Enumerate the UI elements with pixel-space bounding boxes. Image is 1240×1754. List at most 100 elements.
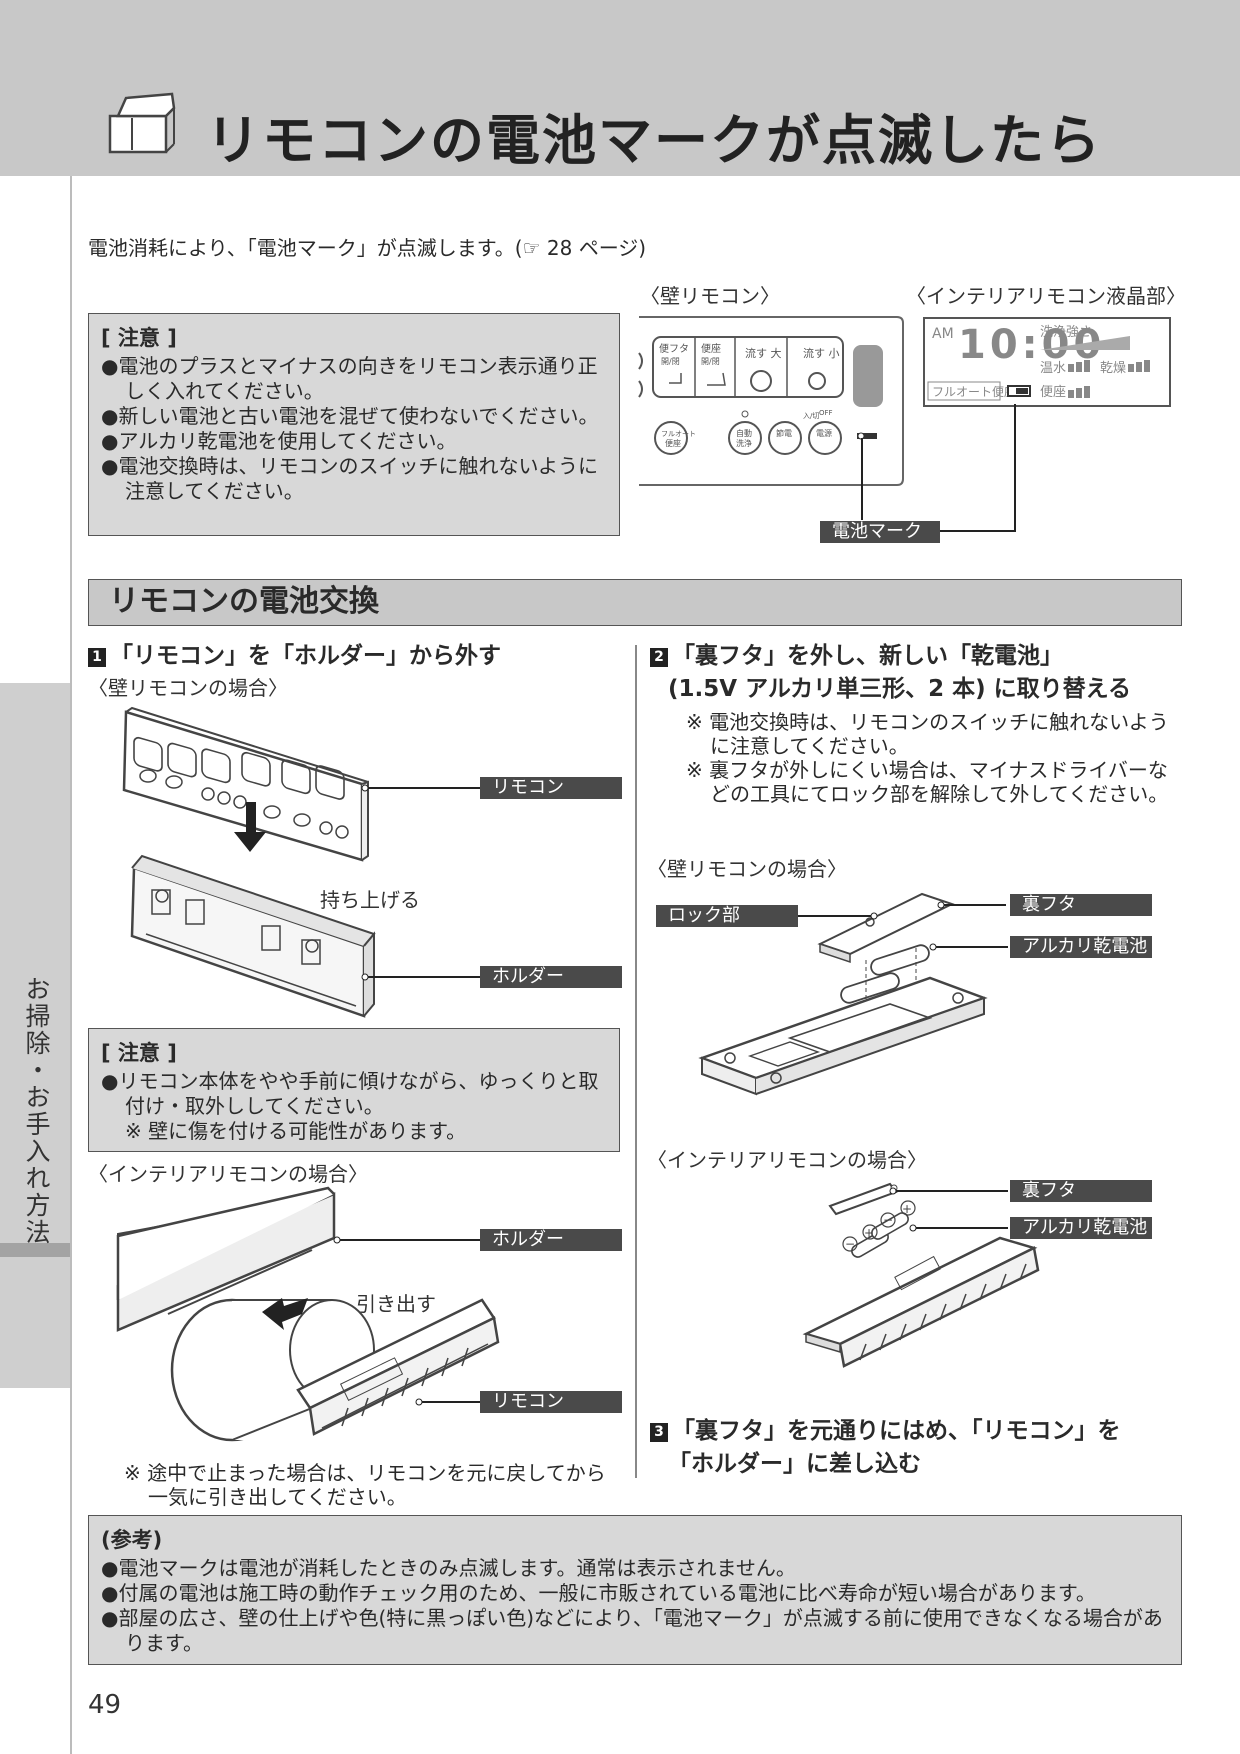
tag-remote-interior: リモコン bbox=[480, 1391, 622, 1413]
battery2-leader-line bbox=[909, 1224, 1008, 1232]
svg-text:洗浄: 洗浄 bbox=[736, 438, 752, 448]
step-2-title: 2「裏フタ」を外し、新しい「乾電池」 bbox=[650, 640, 1063, 672]
lock-leader-line bbox=[798, 912, 878, 920]
svg-text:AM: AM bbox=[932, 326, 954, 342]
caution-box-step1: [ 注意 ] ●リモコン本体をやや手前に傾けながら、ゆっくりと取付け・取外しして… bbox=[88, 1028, 620, 1152]
svg-text:−: − bbox=[883, 1213, 893, 1227]
holder2-leader-line bbox=[333, 1236, 482, 1244]
tag-back-cover: 裏フタ bbox=[1010, 894, 1152, 916]
page-header: リモコンの電池マークが点滅したら bbox=[0, 0, 1240, 176]
svg-text:温水: 温水 bbox=[1040, 361, 1066, 376]
reference-item: ●電池マークは電池が消耗したときのみ点滅します。通常は表示されません。 bbox=[101, 1556, 796, 1580]
caution-note: ※ 壁に傷を付ける可能性があります。 bbox=[125, 1119, 467, 1143]
svg-text:流す 大: 流す 大 bbox=[745, 346, 782, 360]
column-divider bbox=[635, 645, 637, 1478]
page-number: 49 bbox=[88, 1690, 122, 1720]
step-3-title-line2: 「ホルダー」に差し込む bbox=[668, 1451, 921, 1477]
step-1-wall-case-label: 〈壁リモコンの場合〉 bbox=[88, 676, 288, 700]
reference-item: ●部屋の広さ、壁の仕上げや色(特に黒っぽい色)などにより、「電池マーク」が点滅す… bbox=[101, 1606, 1163, 1655]
chapter-label: お掃除・お手入れ方法 bbox=[22, 976, 51, 1246]
step-1-title: 1「リモコン」を「ホルダー」から外す bbox=[88, 640, 501, 672]
tag-holder: ホルダー bbox=[480, 966, 622, 988]
svg-text:洗浄強さ: 洗浄強さ bbox=[1040, 325, 1092, 340]
step-1-text: 「リモコン」を「ホルダー」から外す bbox=[110, 643, 501, 669]
battery-leader-line bbox=[929, 943, 1008, 951]
wall-remote-label: 〈壁リモコン〉 bbox=[640, 284, 780, 308]
reference-heading: (参考) bbox=[101, 1528, 163, 1552]
step-2-text-line1: 「裏フタ」を外し、新しい「乾電池」 bbox=[672, 643, 1063, 669]
svg-text:+: + bbox=[902, 1202, 912, 1216]
tag-holder-interior: ホルダー bbox=[480, 1229, 622, 1251]
step-1-interior-case-label: 〈インテリアリモコンの場合〉 bbox=[88, 1162, 368, 1186]
svg-text:便フタ: 便フタ bbox=[659, 342, 689, 355]
back-cover-leader-line bbox=[937, 901, 1006, 909]
interior-remote-battery-illustration: − + − + bbox=[802, 1182, 1040, 1368]
step-number: 1 bbox=[88, 648, 106, 667]
step-2-interior-case-label: 〈インテリアリモコンの場合〉 bbox=[647, 1148, 927, 1172]
lift-up-label: 持ち上げる bbox=[320, 888, 420, 912]
pull-out-label: 引き出す bbox=[356, 1292, 436, 1316]
tag-remote: リモコン bbox=[480, 777, 622, 799]
svg-text:便座: 便座 bbox=[701, 342, 721, 355]
caution-heading: [ 注意 ] bbox=[101, 1041, 177, 1065]
svg-text:節電: 節電 bbox=[776, 428, 792, 438]
step-2-wall-case-label: 〈壁リモコンの場合〉 bbox=[647, 857, 847, 881]
svg-text:フルオート便座: フルオート便座 bbox=[932, 384, 1016, 399]
caution-item: ●アルカリ乾電池を使用してください。 bbox=[101, 429, 457, 453]
step-2-notes: ※ 電池交換時は、リモコンのスイッチに触れないように注意してください。 ※ 裏フ… bbox=[686, 710, 1170, 806]
chapter-tab-marker bbox=[0, 1243, 70, 1257]
interior-lcd-illustration: AM 10:00 洗浄強さ 温水 乾燥 フルオート便座 便座 bbox=[923, 317, 1171, 407]
step-2-title-line2: (1.5V アルカリ単三形、2 本) に取り替える bbox=[668, 676, 1131, 702]
svg-text:電源: 電源 bbox=[816, 429, 832, 438]
svg-text:入/切: 入/切 bbox=[803, 412, 819, 420]
interior-lcd-label: 〈インテリアリモコン液晶部〉 bbox=[906, 284, 1186, 308]
remote-holder-icon bbox=[108, 92, 176, 154]
tag-lock: ロック部 bbox=[656, 905, 798, 927]
battery-mark-leader-lines bbox=[861, 404, 1016, 532]
svg-text:フルオート: フルオート bbox=[661, 430, 696, 438]
reference-item: ●付属の電池は施工時の動作チェック用のため、一般に市販されている電池に比べ寿命が… bbox=[101, 1581, 1096, 1605]
svg-text:+: + bbox=[864, 1226, 874, 1240]
svg-text:乾燥: 乾燥 bbox=[1100, 361, 1126, 376]
caution-item: ●新しい電池と古い電池を混ぜて使わないでください。 bbox=[101, 404, 599, 428]
holder-leader-line bbox=[361, 973, 480, 981]
tag-battery-interior: アルカリ乾電池 bbox=[1010, 1217, 1152, 1239]
tag-back-cover-interior: 裏フタ bbox=[1010, 1180, 1152, 1202]
chapter-tab bbox=[0, 683, 70, 1388]
caution-heading: [ 注意 ] bbox=[101, 326, 177, 350]
note-line: ※ 裏フタが外しにくい場合は、マイナスドライバーなどの工具にてロック部を解除して… bbox=[686, 758, 1169, 806]
note-line: ※ 電池交換時は、リモコンのスイッチに触れないように注意してください。 bbox=[686, 710, 1169, 758]
step-number: 2 bbox=[650, 648, 668, 667]
caution-item: ●電池交換時は、リモコンのスイッチに触れないように注意してください。 bbox=[101, 454, 599, 503]
section-title: リモコンの電池交換 bbox=[88, 579, 1182, 626]
tag-battery: アルカリ乾電池 bbox=[1010, 936, 1152, 958]
step-number: 3 bbox=[650, 1423, 668, 1442]
svg-text:便座: 便座 bbox=[1040, 385, 1066, 400]
side-rule bbox=[70, 176, 72, 1754]
step-3-text-line1: 「裏フタ」を元通りにはめ、「リモコン」を bbox=[672, 1418, 1121, 1444]
remote2-leader-line bbox=[415, 1398, 484, 1406]
wall-remote-panel-illustration: 便フタ 開/閉 便座 開/閉 流す 大 流す 小 フルオート 便座 自動 洗浄 … bbox=[638, 316, 904, 486]
interior-holder-illustration bbox=[116, 1186, 500, 1442]
svg-text:−: − bbox=[845, 1237, 855, 1251]
caution-item: ●リモコン本体をやや手前に傾けながら、ゆっくりと取付け・取外ししてください。 bbox=[101, 1069, 599, 1118]
svg-text:流す 小: 流す 小 bbox=[803, 346, 840, 360]
footnote-line: ※ 途中で止まった場合は、リモコンを元に戻してから一気に引き出してください。 bbox=[124, 1461, 606, 1509]
step-3-title: 3「裏フタ」を元通りにはめ、「リモコン」を bbox=[650, 1415, 1121, 1447]
wall-remote-holder-illustration bbox=[122, 706, 376, 1018]
remote-leader-line bbox=[361, 784, 480, 792]
wall-remote-battery-illustration bbox=[698, 892, 988, 1096]
back-cover2-leader-line bbox=[889, 1187, 1008, 1195]
svg-text:OFF: OFF bbox=[819, 409, 833, 417]
page-title: リモコンの電池マークが点滅したら bbox=[206, 109, 1102, 172]
caution-item: ●電池のプラスとマイナスの向きをリモコン表示通り正しく入れてください。 bbox=[101, 354, 598, 403]
svg-text:便座: 便座 bbox=[665, 438, 681, 448]
battery-mark-tag: 電池マーク bbox=[820, 521, 940, 543]
svg-text:開/閉: 開/閉 bbox=[701, 357, 720, 366]
caution-box-top: [ 注意 ] ●電池のプラスとマイナスの向きをリモコン表示通り正しく入れてくださ… bbox=[88, 313, 620, 536]
step-1-footnote: ※ 途中で止まった場合は、リモコンを元に戻してから一気に引き出してください。 bbox=[124, 1461, 614, 1509]
svg-text:開/閉: 開/閉 bbox=[661, 357, 680, 366]
intro-text: 電池消耗により、「電池マーク」が点滅します。(☞ 28 ページ) bbox=[88, 236, 647, 260]
svg-text:自動: 自動 bbox=[736, 428, 752, 438]
reference-box: (参考) ●電池マークは電池が消耗したときのみ点滅します。通常は表示されません。… bbox=[88, 1515, 1182, 1665]
